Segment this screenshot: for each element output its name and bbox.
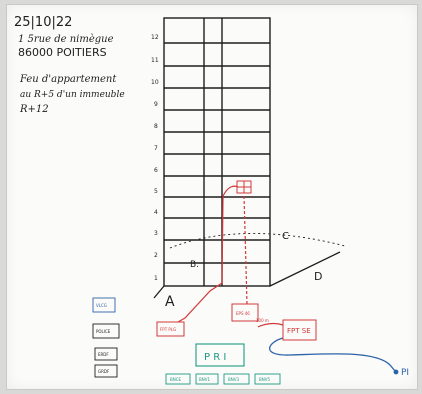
service-vlcg: VLCG (96, 303, 107, 308)
service-police: POLICE (96, 329, 111, 334)
unit-eps-label: EPS 46 (236, 311, 250, 316)
pri-sub-4: BNV5 (259, 377, 270, 382)
side-label-c: C (282, 231, 289, 242)
side-label-a: A (165, 294, 175, 310)
services-stack: VLCG POLICE ERDF GRDF (92, 297, 120, 378)
side-label-d: D (314, 270, 322, 283)
pri-sub-1: BNCE (170, 377, 182, 382)
incident-line-2: au R+5 d'un immeuble (20, 90, 125, 100)
fire-location-icon (236, 180, 252, 194)
blue-supply-line (268, 337, 396, 372)
hydrant-dot (393, 369, 399, 375)
pri-label: P R I (204, 352, 226, 363)
unit-eps: EPS 46 (231, 303, 259, 322)
floor-label-6: 6 (154, 167, 158, 174)
date-text: 25|10|22 (14, 15, 72, 30)
unit-fpt-red-label: FPT PLG (160, 327, 176, 332)
red-hose-lines (177, 185, 284, 328)
pri-sub-2: BNV1 (199, 377, 210, 382)
floor-label-11: 11 (151, 57, 159, 64)
floor-label-5: 5 (154, 188, 158, 195)
service-grdf: GRDF (98, 369, 110, 374)
floor-labels: 1 2 3 4 5 6 7 8 9 10 11 12 (151, 34, 159, 282)
incident-line-3: R+12 (19, 104, 49, 115)
floor-label-10: 10 (151, 79, 159, 86)
side-label-b: B. (190, 260, 199, 270)
floor-label-7: 7 (154, 145, 158, 152)
pri-subunits: BNCE BNV1 BNV3 BNV5 (165, 373, 281, 385)
hydrant-label: PI (401, 368, 409, 378)
address-line-1: 1 5rue de nimègue (18, 34, 114, 45)
service-erdf: ERDF (98, 352, 109, 357)
unit-fpt-se-label: FPT SE (287, 327, 311, 335)
ground-lines (153, 233, 346, 299)
address-line-2: 86000 POITIERS (18, 46, 107, 59)
pri-sub-3: BNV3 (228, 377, 239, 382)
floor-label-3: 3 (154, 230, 158, 237)
floor-label-8: 8 (154, 123, 158, 130)
unit-fpt-se: FPT SE (282, 319, 317, 341)
floor-label-4: 4 (154, 209, 158, 216)
floor-label-12: 12 (151, 34, 159, 41)
floor-label-1: 1 (154, 275, 158, 282)
floor-label-2: 2 (154, 252, 158, 259)
pri-command: P R I (195, 343, 245, 367)
unit-fpt-red: FPT PLG (156, 321, 185, 337)
building-outline (163, 17, 271, 287)
line-length-annot: 100 m (256, 318, 269, 323)
floor-label-9: 9 (154, 101, 158, 108)
incident-line-1: Feu d'appartement (19, 74, 117, 85)
